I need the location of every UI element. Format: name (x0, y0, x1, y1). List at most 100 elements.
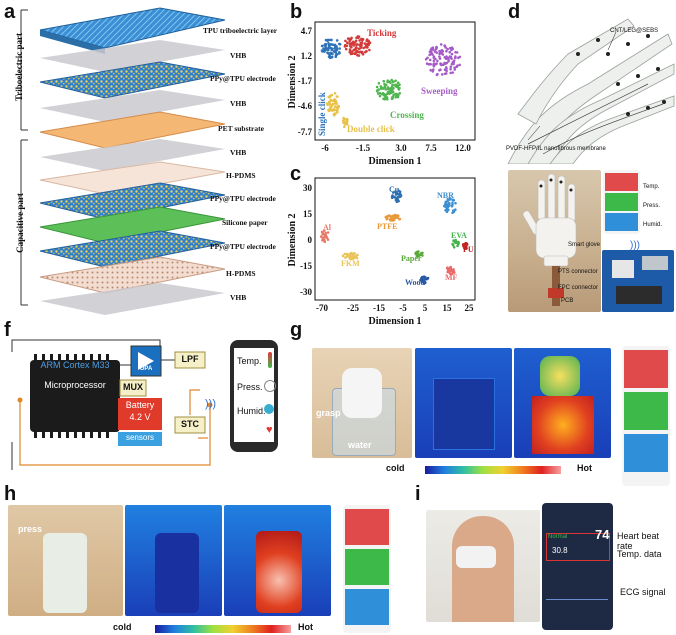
b-crossing-point (397, 86, 400, 89)
c-xtick-6: 25 (465, 303, 475, 313)
layer-silicone (39, 206, 226, 244)
b-sweeping-point (450, 52, 454, 56)
b-crossing-point (385, 96, 389, 99)
c-xtick-1: -25 (347, 303, 359, 313)
b-single-click-point (329, 38, 333, 42)
layer-tpu (39, 7, 226, 54)
b-crossing-point (381, 87, 385, 90)
grasp-photo-g (312, 348, 412, 458)
b-single-click-point (323, 47, 326, 51)
b-ticking-point (359, 50, 363, 54)
b-sweeping-point (446, 56, 449, 60)
b-ticking-point (368, 41, 372, 45)
c-eva-point (454, 241, 457, 244)
c-nbr-point (450, 204, 454, 208)
c-xtick-3: -5 (399, 303, 407, 313)
thermal-cold-g (415, 348, 512, 458)
b-double-click-point (342, 117, 346, 121)
thermometer-icon (268, 352, 272, 368)
c-label-cu: Cu (389, 185, 400, 194)
c-xlabel: Dimension 1 (368, 316, 421, 327)
c-mf-point (446, 266, 449, 269)
b-crossing-point (387, 91, 391, 94)
b-sweeping-point (445, 72, 448, 75)
layer-label-2: PPy@TPU electrode (210, 74, 276, 83)
c-nbr-point (452, 199, 456, 202)
c-ptfe-point (386, 214, 389, 218)
colorbar-h (155, 625, 291, 633)
b-sweeping-point (438, 57, 442, 60)
b-xtick-3: 7.5 (425, 143, 437, 153)
b-ticking-point (349, 52, 353, 56)
circuit-diagram-f (11, 339, 213, 470)
c-label-eva: EVA (451, 231, 467, 240)
b-ticking-point (364, 50, 367, 54)
b-double-click-point (343, 125, 346, 129)
b-sweeping-point (439, 68, 442, 71)
pcb-photo-e (602, 250, 674, 312)
thermal-hot-g (514, 348, 611, 458)
panel-label-g: g (290, 319, 303, 341)
c-fkm-point (355, 256, 359, 260)
b-crossing-point (382, 79, 385, 83)
c-ylabel: Dimension 2 (287, 213, 298, 266)
f-battery-label: Battery (125, 400, 155, 410)
h-hot-label: Hot (298, 622, 313, 632)
c-ytick-1: 15 (303, 209, 313, 219)
b-crossing-point (378, 94, 382, 98)
b-crossing-point (376, 89, 379, 93)
b-single-click-point (327, 42, 330, 45)
c-mf-point (446, 270, 449, 274)
thermal-hot-h (224, 505, 331, 616)
b-double-click-point (332, 99, 335, 102)
c-pu-point (463, 246, 466, 250)
b-crossing-point (383, 93, 386, 96)
b-sweeping-point (435, 45, 438, 49)
gauge-icon (264, 380, 276, 392)
b-double-click-point (327, 100, 331, 104)
b-ytick-1: 1.2 (301, 51, 313, 61)
chest-photo-i (426, 510, 540, 622)
b-ticking-point (360, 41, 364, 44)
b-ytick-2: -1.7 (298, 76, 313, 86)
f-temp-label: Temp. (237, 356, 262, 366)
c-fkm-point (341, 254, 345, 258)
e-label-press: Press. (643, 203, 661, 209)
b-sweeping-point (443, 61, 446, 65)
layer-ppy-1 (39, 61, 226, 99)
b-xtick-0: -6 (321, 143, 329, 153)
b-ylabel: Dimension 2 (287, 55, 298, 108)
c-fkm-point (344, 256, 347, 259)
b-sweeping-point (442, 63, 445, 67)
b-label-single-click: Single click (317, 92, 327, 136)
f-press-label: Press. (237, 382, 263, 392)
layer-label-8: Silicone paper (222, 218, 268, 227)
b-double-click-point (333, 105, 337, 108)
b-sweeping-point (445, 61, 449, 65)
g-hot-label: Hot (577, 463, 592, 473)
c-nbr-point (451, 211, 454, 215)
b-sweeping-point (455, 65, 458, 68)
c-xtick-4: 5 (423, 303, 428, 313)
layer-vhb-3 (40, 139, 225, 171)
b-sweeping-point (449, 67, 452, 71)
c-eva-point (451, 243, 455, 247)
b-crossing-point (377, 82, 381, 85)
b-ticking-point (348, 42, 351, 45)
layer-label-9: PPy@TPU electrode (210, 242, 276, 251)
panel-label-a: a (4, 1, 16, 23)
b-single-click-point (335, 39, 339, 42)
c-ptfe-point (384, 215, 388, 219)
b-double-click-point (327, 108, 330, 112)
b-sweeping-point (435, 73, 439, 77)
b-single-click-point (332, 50, 336, 53)
b-crossing-point (386, 86, 390, 90)
c-al-point (323, 240, 327, 243)
b-sweeping-point (430, 52, 433, 56)
c-al-point (323, 229, 326, 232)
b-crossing-point (375, 85, 379, 89)
b-single-click-point (330, 43, 334, 46)
c-fkm-point (353, 252, 356, 255)
b-double-click-point (337, 105, 341, 108)
layer-label-5: VHB (230, 148, 247, 157)
